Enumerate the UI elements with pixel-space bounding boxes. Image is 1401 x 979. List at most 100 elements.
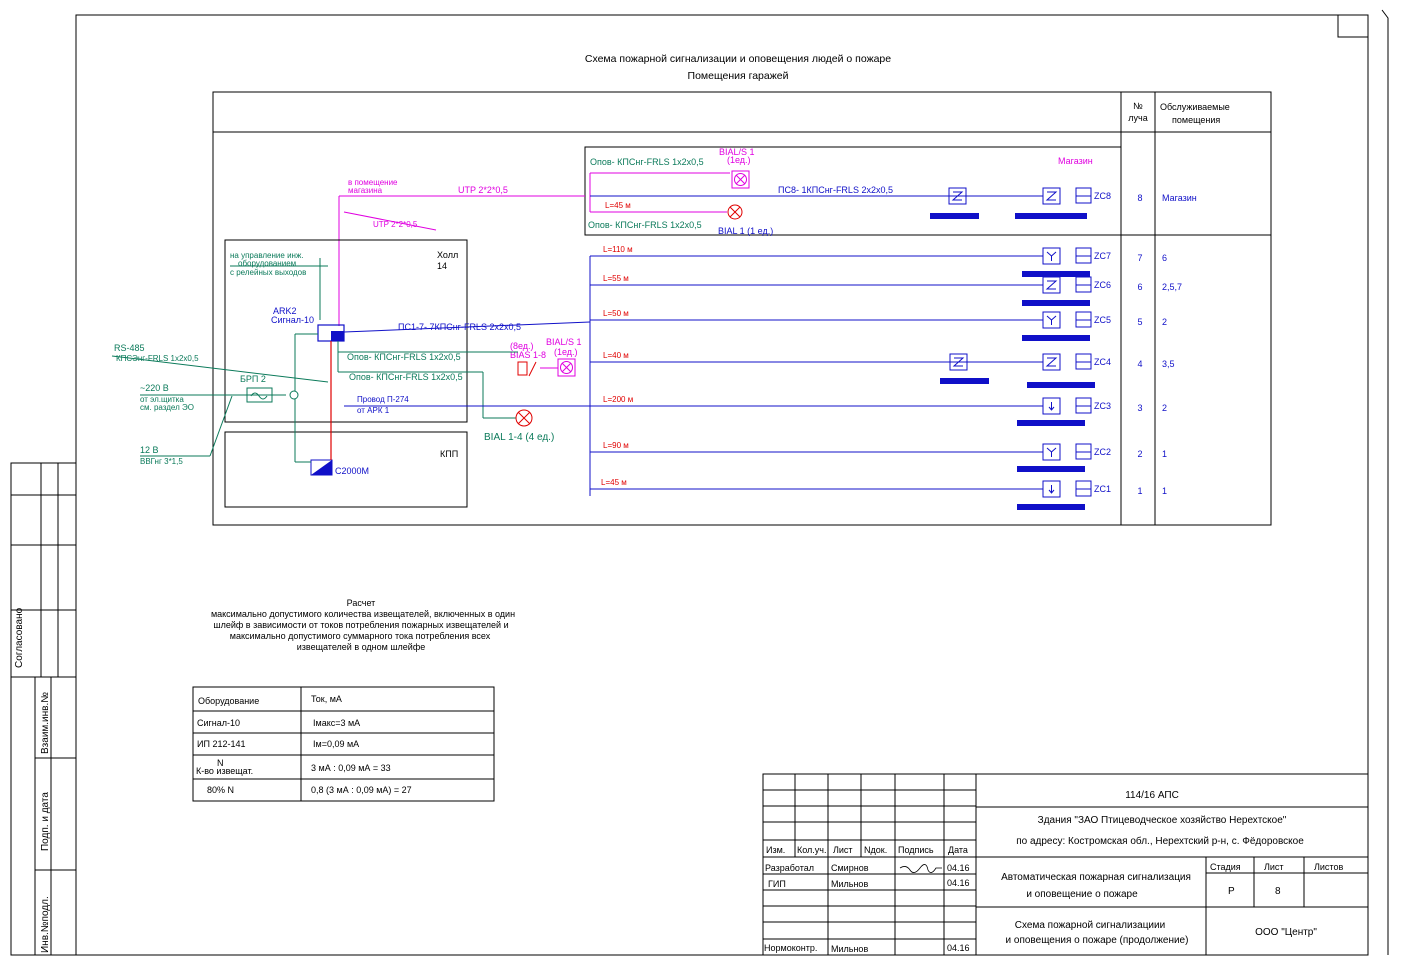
ray-3-detector bbox=[1042, 397, 1061, 415]
ark-label: ARK2 bbox=[273, 306, 297, 316]
wire-label-2: от АРК 1 bbox=[357, 406, 390, 415]
sheets-header: Листов bbox=[1314, 862, 1343, 872]
ray-2-number: 2 bbox=[1137, 449, 1142, 459]
calc-text-1: максимально допустимого количества извещ… bbox=[211, 609, 515, 619]
ray-5-detector bbox=[1042, 311, 1061, 329]
ray-1-length: L=45 м bbox=[601, 478, 627, 487]
ray-2-detector bbox=[1042, 443, 1061, 461]
ray-1-rooms: 1 bbox=[1162, 486, 1167, 496]
ctrl-note-3: с релейных выходов bbox=[230, 268, 306, 277]
c2000m-label: С2000М bbox=[335, 466, 369, 476]
bial-magazin bbox=[727, 204, 743, 220]
ray-number-header: № bbox=[1133, 101, 1143, 111]
ray-2-detector-glyph bbox=[1046, 447, 1057, 457]
hall-number: 14 bbox=[437, 261, 447, 271]
ray-8-zone-label: ZC8 bbox=[1094, 191, 1111, 201]
ctrl-note-1: на управление инж. bbox=[230, 251, 304, 260]
inv-original-label: Инв.№подл. bbox=[40, 896, 51, 953]
ray-7-zone-label: ZC7 bbox=[1094, 251, 1111, 261]
c2000m-frame bbox=[310, 459, 333, 476]
hall-box bbox=[224, 239, 468, 423]
ps8-cable: ПС8- 1КПСнг-FRLS 2х2х0,5 bbox=[778, 185, 893, 195]
agreed-label: Согласовано bbox=[14, 607, 25, 668]
ray-8-detector bbox=[1042, 187, 1061, 205]
scheme-table bbox=[212, 91, 1272, 526]
utp-lines bbox=[338, 172, 730, 369]
calc-row2-a: ИП 212-141 bbox=[197, 739, 245, 749]
ray-5-bar bbox=[1022, 335, 1090, 341]
magazin-box bbox=[584, 146, 1122, 236]
ray-1-detector bbox=[1042, 480, 1061, 498]
role-normcontrol: Нормоконтр. bbox=[764, 943, 817, 953]
ray-8-bar-a bbox=[930, 213, 979, 219]
ray-4-number: 4 bbox=[1137, 359, 1142, 369]
calc-text-2: шлейф в зависимости от токов потребления… bbox=[213, 620, 508, 630]
ray-1-detector-glyph bbox=[1048, 485, 1055, 494]
ctrl-note-2: оборудованием bbox=[238, 259, 296, 268]
inv-exchange-label: Взаим.инв.№ bbox=[40, 692, 51, 754]
company-name: ООО "Центр" bbox=[1255, 927, 1317, 938]
ray-4-bar-a bbox=[940, 378, 989, 384]
signal10-core bbox=[331, 331, 344, 341]
object-line-1: Здания "ЗАО Птицеводческое хозяйство Нер… bbox=[1038, 815, 1287, 826]
bials-label: BIAL/S 1 bbox=[719, 147, 755, 157]
wire-label-1: Провод П-274 bbox=[357, 395, 409, 404]
ray-3-number: 3 bbox=[1137, 403, 1142, 413]
rs485-label: RS-485 bbox=[114, 343, 145, 353]
ray-6-detector bbox=[1042, 276, 1061, 294]
calc-text-4: извещателей в одном шлейфе bbox=[297, 642, 425, 652]
bial14-label: BIAL 1-4 (4 ед.) bbox=[484, 432, 554, 443]
utp-cable-1: UTP 2*2*0,5 bbox=[458, 185, 508, 195]
ray-3-bar bbox=[1017, 420, 1085, 426]
sheet-title-2: и оповещения о пожаре (продолжение) bbox=[1006, 935, 1189, 946]
bials4-device bbox=[557, 358, 576, 377]
to-magazin-2: магазина bbox=[348, 186, 383, 195]
col-sign: Подпись bbox=[898, 845, 934, 855]
opov-b: Опов- КПСнг-FRLS 1х2х0,5 bbox=[349, 372, 463, 382]
role-chief: ГИП bbox=[768, 879, 786, 889]
ps17-line bbox=[343, 321, 591, 333]
ark-device: Сигнал-10 bbox=[271, 315, 314, 325]
bias-label: BIAS 1-8 bbox=[510, 350, 546, 360]
ray-8-detector-2 bbox=[948, 187, 967, 205]
hall-name: Холл bbox=[437, 250, 458, 260]
brp-label: БРП 2 bbox=[240, 374, 266, 384]
ray-5-number: 5 bbox=[1137, 317, 1142, 327]
opov-cable-2: Опов- КПСнг-FRLS 1х2х0,5 bbox=[588, 220, 702, 230]
ray-7-number: 7 bbox=[1137, 253, 1142, 263]
rooms-header: Обслуживаемые bbox=[1160, 102, 1230, 112]
ray-8-bar bbox=[1015, 213, 1087, 219]
bial-label: BIAL 1 (1 ед.) bbox=[718, 226, 773, 236]
ray-3-rooms: 2 bbox=[1162, 403, 1167, 413]
ray-2-length: L=90 м bbox=[603, 441, 629, 450]
col-date: Дата bbox=[948, 845, 968, 855]
rooms-header-2: помещения bbox=[1172, 115, 1220, 125]
ray-2-rooms: 1 bbox=[1162, 449, 1167, 459]
bials-magazin bbox=[731, 170, 750, 189]
bias-count: (8ед.) bbox=[510, 341, 534, 351]
ray-7-detector bbox=[1042, 247, 1061, 265]
role-developer: Разработал bbox=[765, 863, 814, 873]
ray-4-detector-2-glyph bbox=[952, 357, 965, 367]
calc-row4-b: 0,8 (3 мА : 0,09 мА) = 27 bbox=[311, 785, 412, 795]
opov-a: Опов- КПСнг-FRLS 1х2х0,5 bbox=[347, 352, 461, 362]
col-change: Изм. bbox=[766, 845, 785, 855]
v12-label: 12 В bbox=[140, 445, 159, 455]
ray-7-length: L=110 м bbox=[603, 245, 633, 254]
ray-8-detector-glyph bbox=[1045, 191, 1058, 201]
ray-5-zone-label: ZC5 bbox=[1094, 315, 1111, 325]
bials-count: (1ед.) bbox=[727, 155, 751, 165]
doc-code: 114/16 АПС bbox=[1125, 790, 1179, 801]
ray-4-zone-label: ZC4 bbox=[1094, 357, 1111, 367]
col-docno: Nдок. bbox=[864, 845, 887, 855]
kpp-name: КПП bbox=[440, 449, 458, 459]
col-sheet: Лист bbox=[833, 845, 853, 855]
to-magazin-1: в помещение bbox=[348, 178, 398, 187]
calc-row3-b: 3 мА : 0,09 мА = 33 bbox=[311, 763, 391, 773]
corner-mark bbox=[1337, 9, 1389, 955]
ray-1-zone-label: ZC1 bbox=[1094, 484, 1111, 494]
calc-row4-a: 80% N bbox=[207, 785, 234, 795]
stage-value: Р bbox=[1228, 886, 1235, 897]
